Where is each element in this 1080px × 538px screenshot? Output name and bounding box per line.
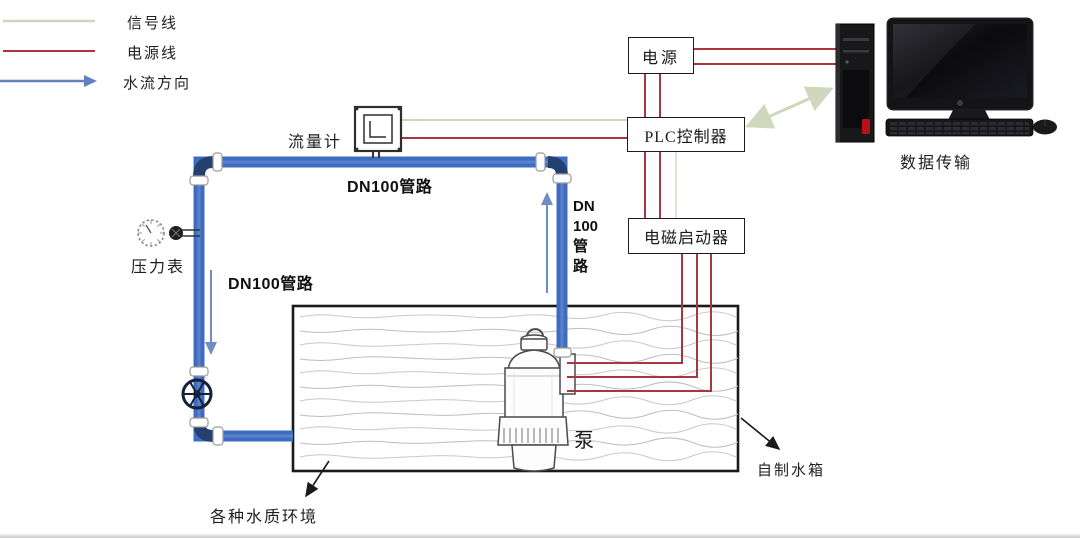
water-env-arrow (305, 460, 330, 498)
wires-plc-starter (644, 150, 677, 218)
legend-flow-arrow (0, 75, 97, 87)
legend-flow-label: 水流方向 (123, 76, 192, 92)
plc-box: PLC控制器 (627, 117, 745, 152)
plc-box-label: PLC控制器 (644, 128, 728, 146)
pressure-gauge-icon (137, 219, 200, 247)
pipe-loop (181, 152, 572, 446)
up-flow-arrow (541, 192, 553, 205)
power-wires-supply-plc (644, 72, 661, 117)
legend-samples (0, 19, 97, 87)
pump-label: 泵 (574, 430, 594, 452)
down-flow-arrow (205, 342, 217, 355)
power-wires-supply-tower (692, 48, 837, 65)
pump-outlet (559, 353, 576, 395)
valve-icon (181, 378, 213, 410)
annotation-arrows (305, 417, 781, 498)
power-box: 电源 (628, 37, 694, 74)
flow-meter-label: 流量计 (288, 134, 343, 151)
legend-signal-label: 信号线 (127, 16, 179, 32)
keyboard-icon (885, 118, 1034, 137)
water-env-label: 各种水质环境 (210, 509, 319, 526)
flow-direction-arrows (205, 192, 553, 355)
wiring (401, 48, 837, 392)
pressure-gauge-label: 压力表 (131, 259, 186, 276)
starter-box: 电磁启动器 (628, 218, 745, 254)
computer-monitor-icon (886, 17, 1034, 124)
tank-label: 自制水箱 (757, 463, 826, 479)
pump-icon (497, 328, 576, 472)
data-transfer-arrow (745, 86, 834, 129)
pipe-elbow-top-left (193, 156, 214, 177)
dn100-top-pipe-label: DN100管路 (347, 179, 433, 196)
bottom-edge-shadow (0, 533, 1080, 538)
legend-power-label: 电源线 (127, 46, 179, 62)
flow-meter-icon (353, 105, 403, 158)
power-box-label: 电源 (641, 49, 680, 67)
computer-tower-icon (835, 23, 875, 143)
mouse-icon (1033, 119, 1057, 135)
starter-box-label: 电磁启动器 (643, 230, 729, 247)
data-transfer-label: 数据传输 (900, 155, 973, 172)
dn100-right-pipe-label: DN 100 管 路 (573, 198, 599, 275)
pipe-fittings (189, 152, 572, 446)
dn100-left-pipe-label: DN100管路 (228, 276, 314, 293)
tank-annotation-arrow (740, 417, 781, 451)
power-wires-starter-pump (567, 252, 712, 392)
